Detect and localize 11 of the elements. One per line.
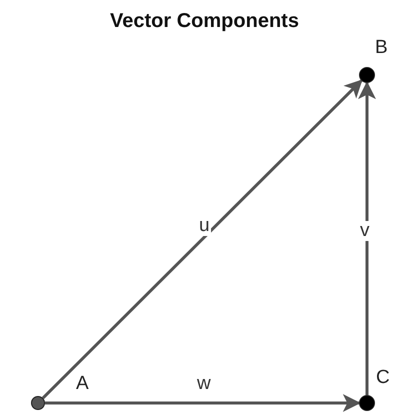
vector-arrow — [45, 394, 361, 412]
point-marker — [359, 67, 375, 83]
point-label: B — [375, 37, 388, 59]
vector-arrow — [358, 81, 376, 395]
point-marker — [359, 395, 375, 411]
vector-arrow — [42, 79, 363, 400]
point-label: A — [76, 373, 89, 395]
edge-label: v — [359, 221, 370, 241]
point-label: C — [376, 367, 390, 389]
diagram-title: Vector Components — [109, 10, 300, 33]
point-marker — [31, 396, 45, 410]
